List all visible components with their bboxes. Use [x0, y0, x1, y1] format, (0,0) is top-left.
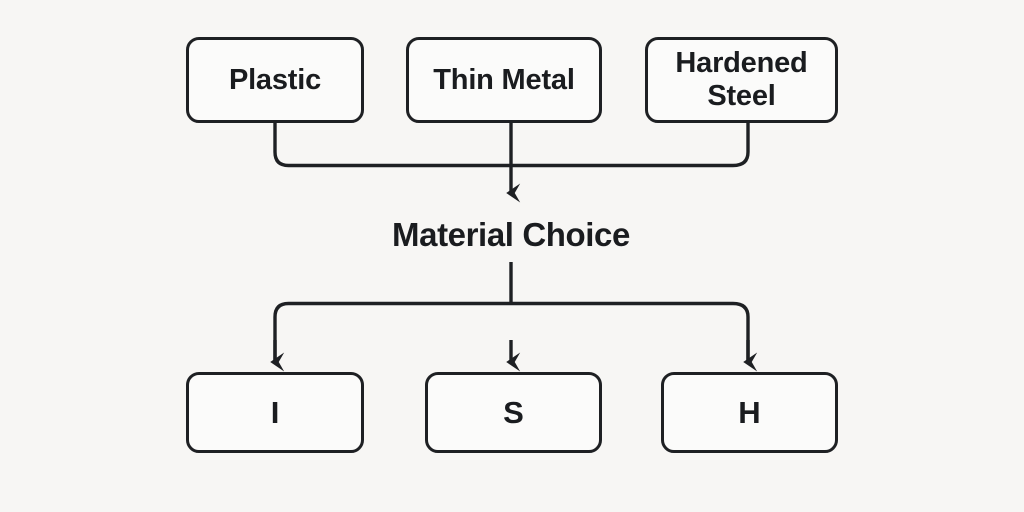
node-plastic[interactable]: Plastic	[186, 37, 364, 123]
node-i[interactable]: I	[186, 372, 364, 453]
node-thin-metal-label: Thin Metal	[433, 63, 575, 96]
node-s[interactable]: S	[425, 372, 602, 453]
split-bus-line	[273, 301, 750, 362]
hub-label-material-choice: Material Choice	[392, 216, 630, 253]
node-plastic-label: Plastic	[228, 63, 322, 96]
node-s-label: S	[503, 394, 524, 430]
node-hardened-steel-label-line2: Steel	[707, 80, 776, 112]
node-hardened-steel-label-line1: Hardened	[675, 47, 808, 80]
node-h-label: H	[738, 394, 761, 430]
node-thin-metal[interactable]: Thin Metal	[406, 37, 602, 123]
node-h[interactable]: H	[661, 372, 838, 453]
node-i-label: I	[270, 394, 280, 430]
node-hardened-steel-label: Hardened Steel	[669, 47, 813, 113]
node-hardened-steel[interactable]: Hardened Steel	[645, 37, 838, 123]
